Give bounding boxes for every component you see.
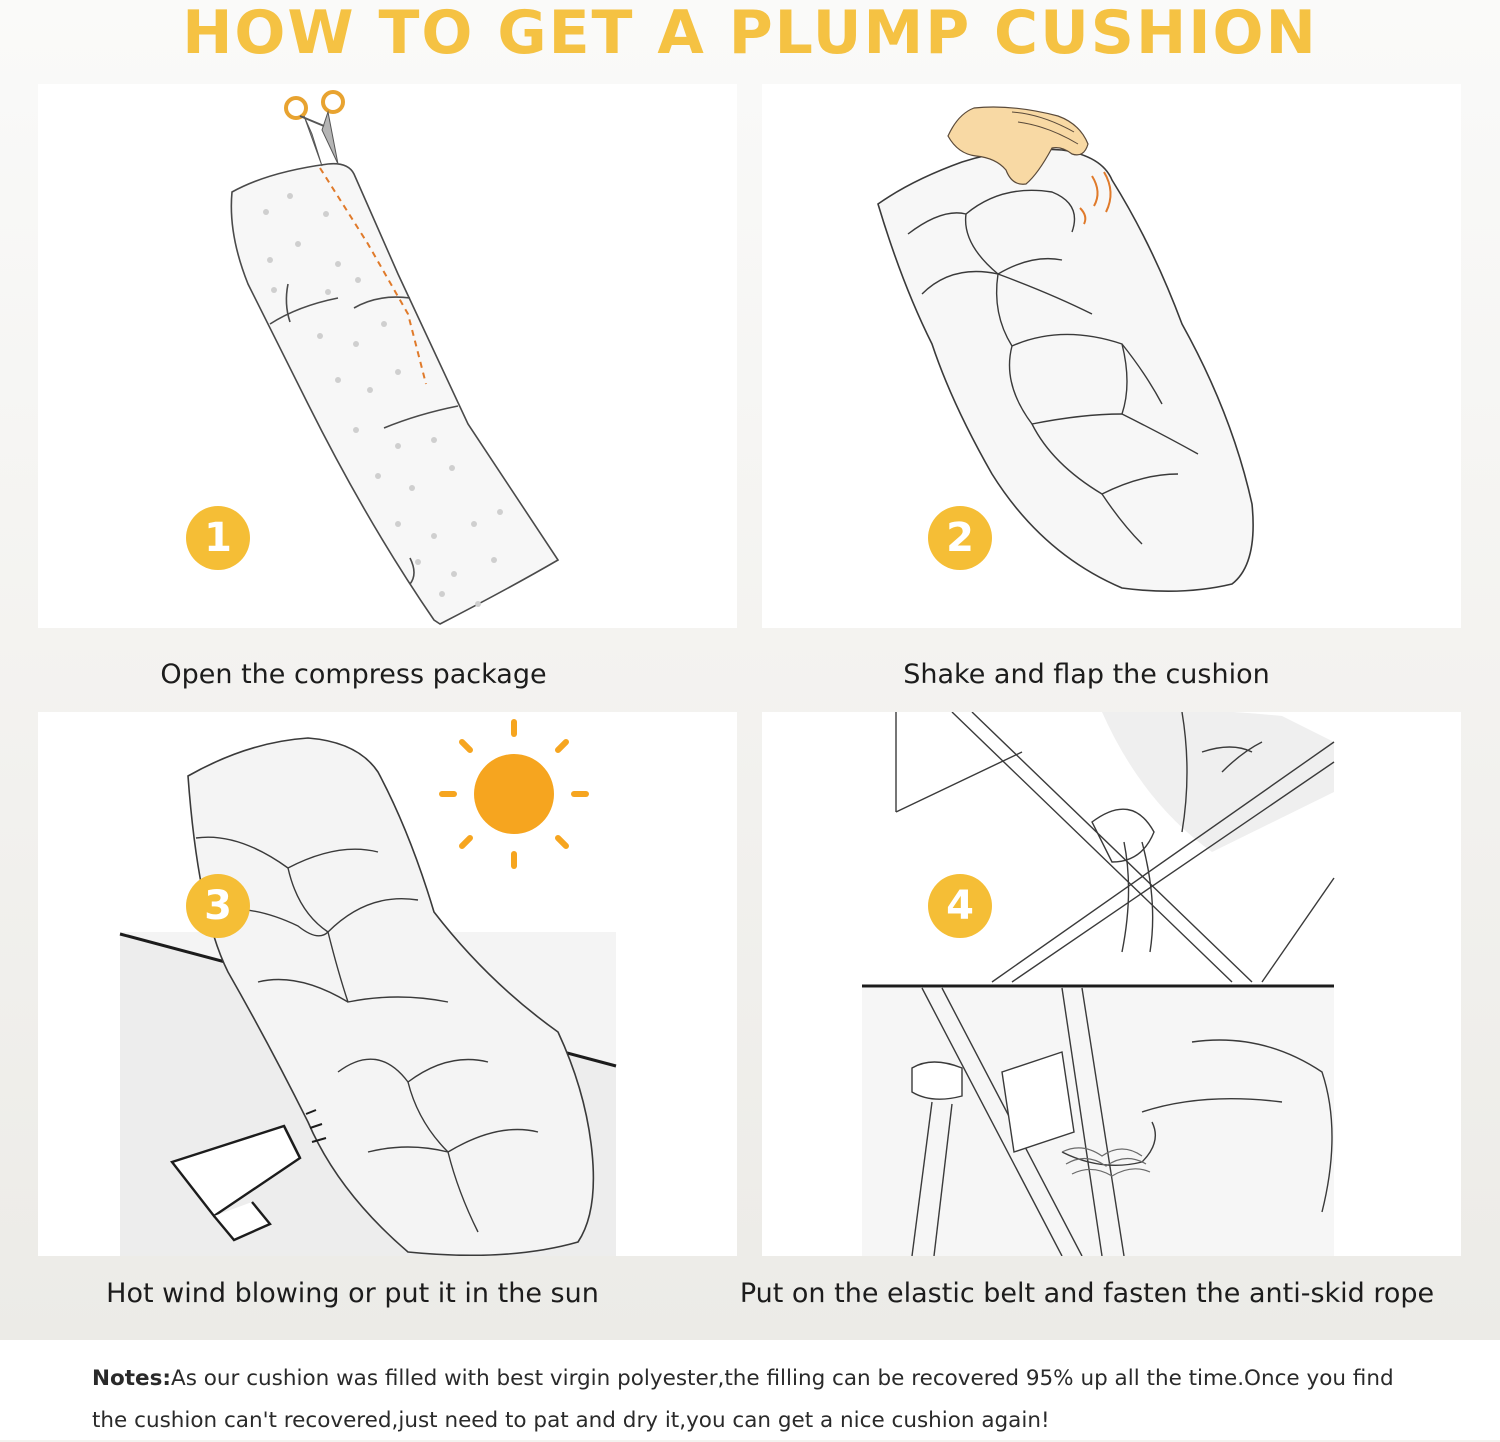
elastic-belt-illustration (862, 712, 1335, 1256)
step-3-panel: 3 (38, 712, 737, 1256)
step-2-badge: 2 (928, 506, 992, 570)
page-title: HOW TO GET A PLUMP CUSHION (182, 0, 1318, 68)
step-1-badge: 1 (186, 506, 250, 570)
step-1-caption: Open the compress package (160, 659, 547, 690)
compressed-package-illustration (230, 90, 560, 625)
notes-background (0, 1340, 1500, 1440)
step-3-caption: Hot wind blowing or put it in the sun (106, 1278, 599, 1309)
sun-icon (439, 719, 589, 869)
step-4-panel: 4 (762, 712, 1461, 1256)
hair-dryer-icon (169, 1124, 302, 1242)
hand-icon (947, 106, 1089, 185)
notes-body: As our cushion was filled with best virg… (92, 1366, 1394, 1433)
step-2-caption: Shake and flap the cushion (903, 659, 1270, 690)
sun-drying-illustration (119, 719, 617, 1256)
scissors-icon (284, 90, 345, 167)
step-2-panel: 2 (762, 84, 1461, 628)
rope-icon (1061, 1147, 1151, 1177)
step-4-badge: 4 (928, 874, 992, 938)
notes-label: Notes: (92, 1366, 172, 1391)
notes-text: Notes:As our cushion was filled with bes… (92, 1358, 1432, 1442)
step-4-caption: Put on the elastic belt and fasten the a… (739, 1278, 1435, 1309)
step-1-panel: 1 (38, 84, 737, 628)
step-3-badge: 3 (186, 874, 250, 938)
fluffy-cushion-illustration (877, 106, 1254, 592)
